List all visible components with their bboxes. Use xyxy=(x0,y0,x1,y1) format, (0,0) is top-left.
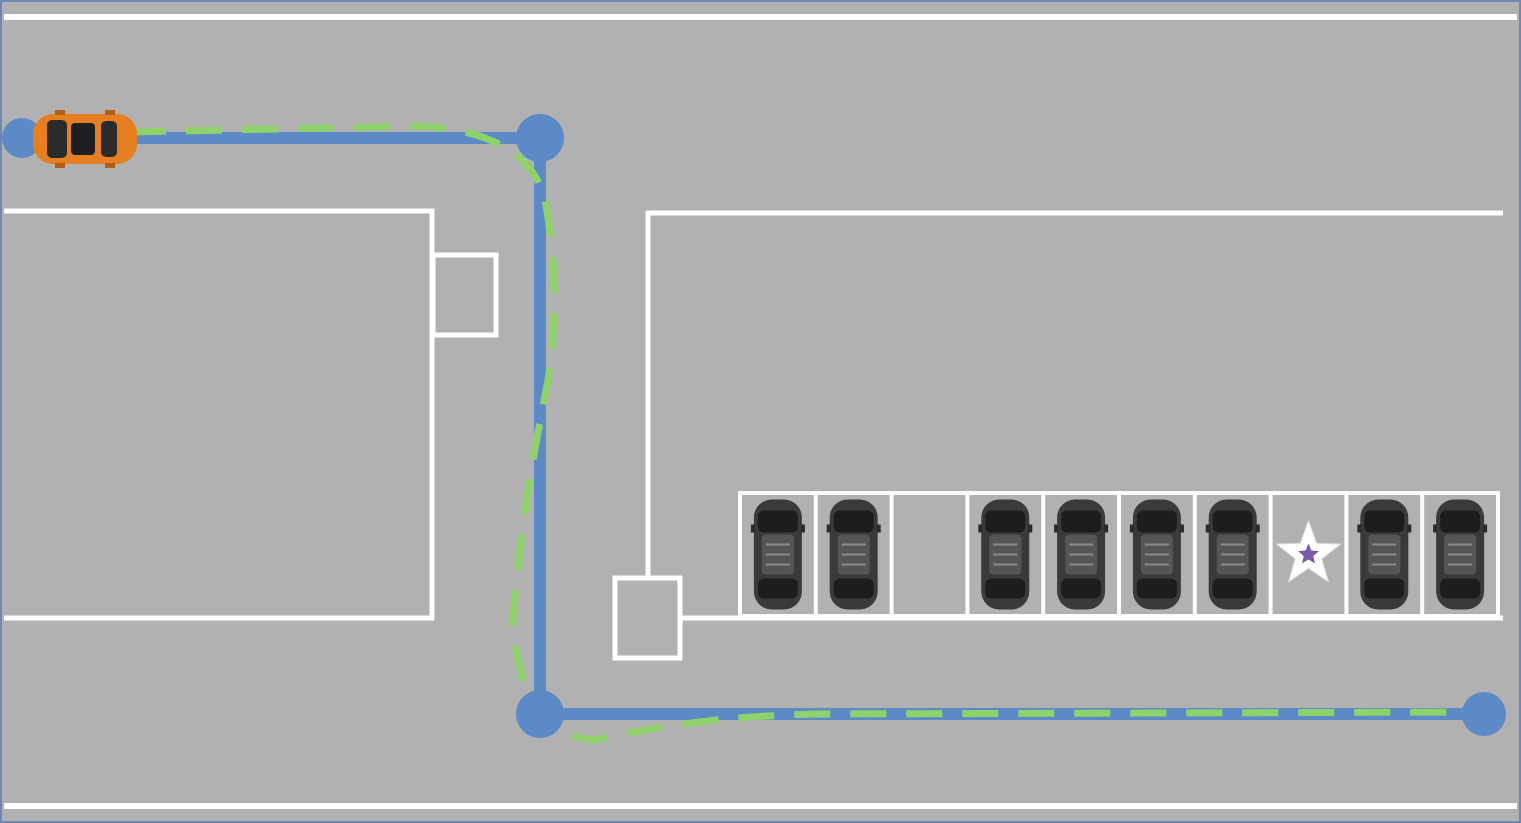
waypoint-icon xyxy=(516,690,564,738)
parked-car-icon xyxy=(825,498,882,611)
right-block-outline xyxy=(645,210,1503,578)
target-star-icon xyxy=(1274,519,1343,584)
parked-car-icon xyxy=(1128,498,1185,611)
waypoint-icon xyxy=(2,118,42,158)
parking-row xyxy=(738,491,1500,618)
parked-car-icon xyxy=(1053,498,1110,611)
parked-car-icon xyxy=(1356,498,1413,611)
left-block-annex xyxy=(430,252,499,338)
parked-car-icon xyxy=(749,498,806,611)
actual-trajectory xyxy=(129,122,1485,744)
parked-car-icon xyxy=(1432,498,1489,611)
parked-car-icon xyxy=(977,498,1034,611)
ego-car-icon xyxy=(33,110,137,168)
waypoint-icon xyxy=(1462,692,1506,736)
waypoint-icon xyxy=(516,114,564,162)
left-block-outline xyxy=(4,208,435,621)
parked-car-icon xyxy=(1204,498,1261,611)
